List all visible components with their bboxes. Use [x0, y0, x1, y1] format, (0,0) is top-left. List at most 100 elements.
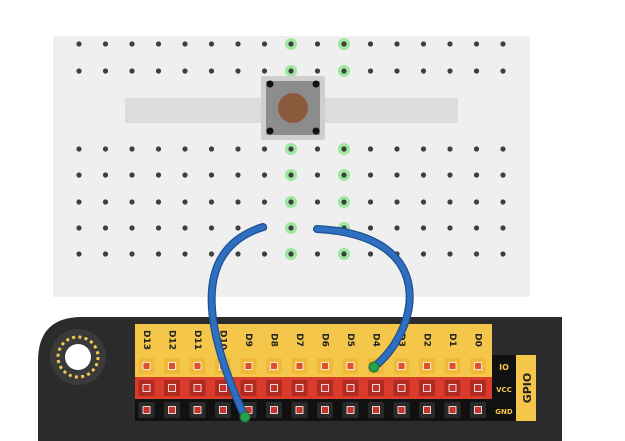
breadboard-hole[interactable] [420, 199, 427, 205]
breadboard-hole[interactable] [367, 68, 374, 74]
breadboard-hole[interactable] [129, 146, 135, 152]
breadboard-hole[interactable] [447, 146, 453, 152]
breadboard-hole[interactable] [341, 172, 347, 178]
breadboard-hole[interactable] [261, 251, 268, 257]
breadboard-hole[interactable] [473, 172, 480, 178]
breadboard-hole[interactable] [288, 41, 294, 47]
breadboard-hole[interactable] [182, 172, 188, 178]
breadboard-hole[interactable] [314, 146, 321, 152]
breadboard-hole[interactable] [341, 68, 347, 74]
breadboard-hole[interactable] [261, 172, 268, 178]
breadboard-hole[interactable] [447, 251, 453, 257]
breadboard-hole[interactable] [288, 225, 294, 231]
breadboard-hole[interactable] [76, 68, 82, 74]
breadboard-hole[interactable] [500, 146, 506, 152]
breadboard-hole[interactable] [102, 172, 109, 178]
breadboard-hole[interactable] [76, 146, 82, 152]
breadboard-hole[interactable] [76, 41, 82, 47]
breadboard-hole[interactable] [208, 251, 215, 257]
breadboard-hole[interactable] [102, 68, 109, 74]
breadboard-hole[interactable] [102, 251, 109, 257]
breadboard-hole[interactable] [341, 146, 347, 152]
breadboard-hole[interactable] [155, 199, 162, 205]
jumper-wire-1[interactable] [208, 224, 266, 420]
breadboard-hole[interactable] [182, 68, 188, 74]
breadboard-hole[interactable] [76, 251, 82, 257]
breadboard-hole[interactable] [288, 68, 294, 74]
breadboard-hole[interactable] [367, 251, 374, 257]
breadboard-hole[interactable] [367, 172, 374, 178]
breadboard-hole[interactable] [420, 225, 427, 231]
breadboard-hole[interactable] [473, 68, 480, 74]
breadboard-hole[interactable] [235, 251, 241, 257]
breadboard-hole[interactable] [102, 41, 109, 47]
breadboard-hole[interactable] [208, 225, 215, 231]
breadboard-hole[interactable] [102, 199, 109, 205]
breadboard-hole[interactable] [235, 68, 241, 74]
breadboard-hole[interactable] [182, 225, 188, 231]
breadboard-hole[interactable] [129, 199, 135, 205]
breadboard-hole[interactable] [420, 146, 427, 152]
breadboard-hole[interactable] [208, 146, 215, 152]
breadboard-hole[interactable] [394, 146, 400, 152]
breadboard-hole[interactable] [500, 68, 506, 74]
breadboard-hole[interactable] [182, 199, 188, 205]
breadboard-hole[interactable] [76, 172, 82, 178]
breadboard-hole[interactable] [420, 41, 427, 47]
breadboard-hole[interactable] [288, 172, 294, 178]
breadboard-hole[interactable] [367, 41, 374, 47]
breadboard-hole[interactable] [394, 41, 400, 47]
breadboard-hole[interactable] [341, 199, 347, 205]
breadboard-hole[interactable] [208, 41, 215, 47]
breadboard-hole[interactable] [367, 199, 374, 205]
breadboard-hole[interactable] [76, 225, 82, 231]
breadboard-hole[interactable] [129, 68, 135, 74]
breadboard-hole[interactable] [341, 41, 347, 47]
breadboard-hole[interactable] [447, 199, 453, 205]
breadboard-hole[interactable] [129, 41, 135, 47]
breadboard-hole[interactable] [182, 251, 188, 257]
breadboard-hole[interactable] [155, 68, 162, 74]
breadboard-hole[interactable] [367, 225, 374, 231]
breadboard-hole[interactable] [288, 251, 294, 257]
breadboard-hole[interactable] [288, 199, 294, 205]
breadboard-hole[interactable] [155, 172, 162, 178]
breadboard-hole[interactable] [367, 146, 374, 152]
breadboard-hole[interactable] [500, 41, 506, 47]
breadboard-hole[interactable] [155, 41, 162, 47]
breadboard-hole[interactable] [447, 225, 453, 231]
breadboard-hole[interactable] [394, 172, 400, 178]
breadboard-hole[interactable] [447, 172, 453, 178]
breadboard-hole[interactable] [182, 146, 188, 152]
breadboard-hole[interactable] [129, 251, 135, 257]
jumper-wire-2[interactable] [314, 226, 413, 370]
breadboard-hole[interactable] [394, 225, 400, 231]
breadboard-hole[interactable] [420, 172, 427, 178]
breadboard-hole[interactable] [447, 68, 453, 74]
breadboard-hole[interactable] [261, 146, 268, 152]
breadboard-hole[interactable] [182, 41, 188, 47]
breadboard-hole[interactable] [473, 41, 480, 47]
breadboard-hole[interactable] [288, 146, 294, 152]
breadboard-hole[interactable] [129, 225, 135, 231]
breadboard-hole[interactable] [235, 225, 241, 231]
breadboard-hole[interactable] [394, 68, 400, 74]
breadboard-hole[interactable] [314, 172, 321, 178]
breadboard-hole[interactable] [235, 199, 241, 205]
breadboard-hole[interactable] [473, 146, 480, 152]
breadboard-hole[interactable] [129, 172, 135, 178]
breadboard-hole[interactable] [235, 146, 241, 152]
breadboard-hole[interactable] [208, 199, 215, 205]
breadboard-hole[interactable] [500, 199, 506, 205]
breadboard-hole[interactable] [420, 68, 427, 74]
breadboard-hole[interactable] [314, 68, 321, 74]
breadboard-hole[interactable] [102, 225, 109, 231]
breadboard-hole[interactable] [394, 199, 400, 205]
breadboard-hole[interactable] [341, 251, 347, 257]
breadboard-hole[interactable] [208, 172, 215, 178]
breadboard-hole[interactable] [261, 41, 268, 47]
breadboard-hole[interactable] [314, 41, 321, 47]
breadboard-hole[interactable] [76, 199, 82, 205]
breadboard-hole[interactable] [500, 251, 506, 257]
breadboard-hole[interactable] [261, 68, 268, 74]
